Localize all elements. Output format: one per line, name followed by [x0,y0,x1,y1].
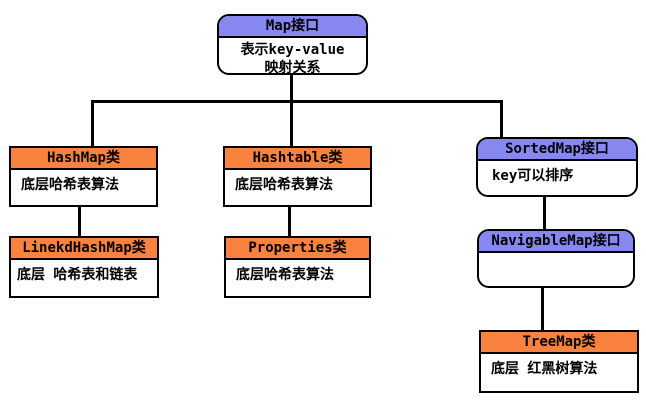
node-hashtable-class-title: Hashtable类 [225,148,370,170]
connector-hashmap-to-linekdhashmap [78,205,81,236]
connector-drop-to-hashmap [91,100,94,146]
node-treemap-class-title: TreeMap类 [481,332,637,354]
node-sortedmap-interface-body: key可以排序 [492,168,574,184]
connector-horizontal-bar [91,100,503,103]
node-linekdhashmap-class-title: LinekdHashMap类 [11,238,157,260]
node-treemap-class: TreeMap类 底层 红黑树算法 [479,330,639,393]
node-linekdhashmap-class: LinekdHashMap类 底层 哈希表和链表 [9,236,159,298]
node-sortedmap-interface: SortedMap接口 key可以排序 [476,137,638,197]
connector-hashtable-to-properties [288,204,291,236]
node-hashmap-class: HashMap类 底层哈希表算法 [9,146,158,207]
node-map-interface-body: 表示key-value 映射关系 [219,38,366,75]
node-hashtable-class: Hashtable类 底层哈希表算法 [223,146,372,207]
node-properties-class-title: Properties类 [226,238,369,260]
node-properties-class-body: 底层哈希表算法 [236,267,334,283]
node-sortedmap-interface-title: SortedMap接口 [478,139,636,161]
node-linekdhashmap-class-body: 底层 哈希表和链表 [17,267,138,283]
node-navigablemap-interface: NavigableMap接口 [477,229,635,288]
node-properties-class: Properties类 底层哈希表算法 [224,236,371,298]
node-hashmap-class-title: HashMap类 [11,148,156,170]
node-navigablemap-interface-body [479,253,633,259]
node-map-interface-title: Map接口 [219,16,366,38]
node-map-interface: Map接口 表示key-value 映射关系 [217,14,368,75]
node-hashmap-class-body: 底层哈希表算法 [21,177,119,193]
connector-navigablemap-to-treemap [541,286,544,330]
connector-sortedmap-to-navigablemap [543,195,546,230]
node-map-interface-body-line1: 表示key-value [240,42,345,58]
connector-map-to-hashtable [290,75,293,146]
node-treemap-class-body: 底层 红黑树算法 [491,361,598,377]
node-hashtable-class-body: 底层哈希表算法 [235,177,333,193]
node-map-interface-body-line2: 映射关系 [264,60,321,75]
node-navigablemap-interface-title: NavigableMap接口 [479,231,633,253]
connector-drop-to-sortedmap [500,100,503,139]
